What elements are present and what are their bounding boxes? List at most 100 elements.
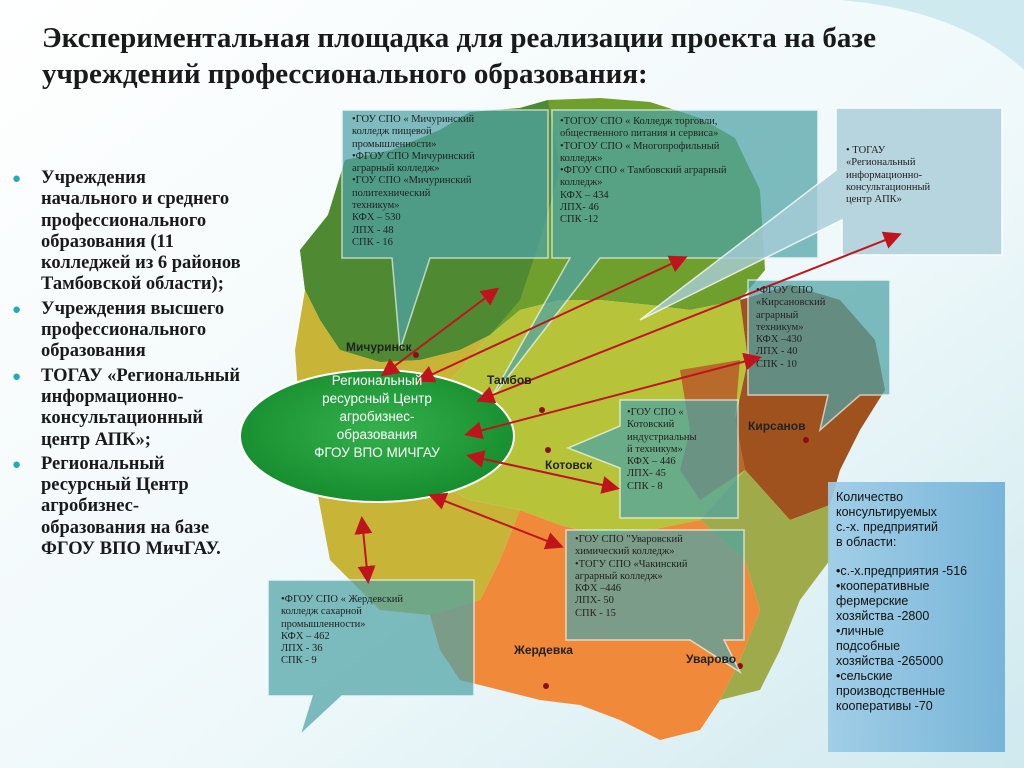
callout-line: ЛПХ - 40 xyxy=(756,346,798,358)
callout-line: КФХ – 530 xyxy=(352,212,401,224)
stats-heading-line: Количество xyxy=(836,490,904,504)
callout-line: •ГОУ СПО « Мичуринский xyxy=(352,114,475,125)
callout-text-kirsanov: •ФГОУ СПО «Кирсановский аграрный технику… xyxy=(756,285,825,371)
callout-line: ЛПХ- 45 xyxy=(627,468,666,480)
center-line: Региональный xyxy=(331,373,423,388)
callout-line: колледж» xyxy=(560,177,603,189)
stats-line: •личные xyxy=(836,624,885,638)
stats-line: хозяйства -265000 xyxy=(836,654,944,668)
bullet-item: ● Учреждения начального и среднего профес… xyxy=(12,168,242,296)
callout-text-uvarovo: •ГОУ СПО "Уваровский химический колледж»… xyxy=(575,534,688,620)
callout-line: ЛПХ - 36 xyxy=(281,643,323,655)
callout-line: СПК - 8 xyxy=(627,480,663,492)
callout-line: • ТОГАУ xyxy=(846,145,886,156)
callout-line: консультационный xyxy=(846,181,931,193)
callout-line: «Региональный xyxy=(846,157,916,169)
corner-swoosh xyxy=(840,0,1024,70)
callout-line: ЛПХ- 50 xyxy=(575,595,614,607)
bullet-text: ТОГАУ «Региональный информационно-консул… xyxy=(41,365,241,450)
callout-line: химический колледж» xyxy=(575,546,675,558)
stats-line: фермерские xyxy=(836,594,909,608)
callout-line: индустриальны xyxy=(627,431,697,443)
stats-line: хозяйства -2800 xyxy=(836,609,930,623)
callout-uvarovo xyxy=(565,529,745,675)
region-label-tambov: Тамбов xyxy=(487,373,532,387)
center-line: образования xyxy=(336,427,418,442)
callout-line: КФХ – 434 xyxy=(560,189,609,201)
region-label-michurinsk: Мичуринск xyxy=(346,340,412,354)
callout-line: ЛПХ- 46 xyxy=(560,202,599,214)
stats-line: •кооперативные xyxy=(836,579,930,593)
bullet-item: ● Учреждения высшего профессионального об… xyxy=(12,299,242,363)
resource-center-text: Региональный ресурсный Центр агробизнес-… xyxy=(246,372,508,462)
callout-line: й техникум» xyxy=(627,443,683,455)
callout-text-tambov: •ТОГОУ СПО « Колледж торговли, обществен… xyxy=(560,116,727,227)
bullet-text: Учреждения высшего профессионального обр… xyxy=(41,298,225,362)
callout-line: колледж сахарной xyxy=(281,606,362,618)
callout-line: промышленности» xyxy=(352,138,437,150)
callout-line: •ТОГОУ СПО « Многопрофильный xyxy=(560,140,720,152)
stats-line: •сельские xyxy=(836,669,893,683)
callout-line: КФХ –430 xyxy=(756,334,803,346)
callout-line: КФХ – 462 xyxy=(281,630,330,642)
bullet-text: Учреждения начального и среднего професс… xyxy=(41,168,241,295)
stats-line: кооперативы -70 xyxy=(836,699,933,713)
region-label-zherdevka: Жердевка xyxy=(514,643,573,657)
callout-line: •ФГОУ СПО « Жердевский xyxy=(281,594,404,605)
stats-line: подсобные xyxy=(836,639,901,653)
callout-line: техникум» xyxy=(756,321,804,333)
center-line: агробизнес- xyxy=(339,409,415,424)
callout-line: промышленности» xyxy=(281,618,366,630)
callout-zherdevka xyxy=(267,579,475,738)
callout-line: СПК - 16 xyxy=(352,236,393,248)
stats-panel: Количество консультируемых с.-х. предпри… xyxy=(836,490,1016,714)
callout-line: Котовский xyxy=(627,419,675,431)
callout-line: аграрный колледж» xyxy=(352,163,440,175)
callout-line: общественного питания и сервиса» xyxy=(560,128,719,140)
stats-heading-line: с.-х. предприятий xyxy=(836,520,938,534)
stats-heading-line: в области: xyxy=(836,535,897,549)
bullet-list: ● Учреждения начального и среднего профес… xyxy=(12,168,242,563)
stats-box-bg xyxy=(828,482,1005,752)
callout-line: КФХ – 446 xyxy=(627,456,676,468)
bullet-icon: ● xyxy=(12,301,22,318)
region-label-kirsanov: Кирсанов xyxy=(748,419,806,433)
callout-line: КФХ –446 xyxy=(575,583,622,595)
region-southeast xyxy=(700,470,830,700)
callout-line: аграрный колледж» xyxy=(575,570,663,582)
bullet-item: ● Региональный ресурсный Центр агробизнес… xyxy=(12,454,242,560)
stats-heading-line: консультируемых xyxy=(836,505,937,519)
callout-line: СПК -12 xyxy=(560,214,599,226)
bullet-icon: ● xyxy=(12,171,22,187)
stats-line: •с.-х.предприятия -516 xyxy=(836,564,968,578)
bullet-icon: ● xyxy=(12,368,22,385)
connection-arrows xyxy=(354,231,902,584)
callout-line: •ГОУ СПО «Мичуринский xyxy=(352,175,472,187)
stats-line: производственные xyxy=(836,684,946,698)
callout-line: •ФГОУ СПО xyxy=(756,285,814,296)
page-title: Экспериментальная площадка для реализаци… xyxy=(42,22,876,90)
callout-line: аграрный xyxy=(756,309,799,321)
callout-text-michurinsk: •ГОУ СПО « Мичуринский колледж пищевой п… xyxy=(352,114,475,249)
callout-line: •ТОГУ СПО «Чакинский xyxy=(575,558,688,570)
callout-line: СПК - 15 xyxy=(575,607,616,619)
callout-line: ЛПХ - 48 xyxy=(352,224,394,236)
callout-line: •ФГОУ СПО Мичуринский xyxy=(352,150,475,162)
bullet-text: Региональный ресурсный Центр агробизнес-… xyxy=(41,453,221,560)
callout-line: СПК - 10 xyxy=(756,358,797,370)
callout-line: информационно- xyxy=(846,169,923,181)
stats-heading: Количество консультируемых с.-х. предпри… xyxy=(836,490,1016,550)
callout-line: •ФГОУ СПО « Тамбовский аграрный xyxy=(560,165,727,177)
callout-line: «Кирсановский xyxy=(756,297,826,309)
bullet-icon: ● xyxy=(12,456,22,473)
callout-text-togau: • ТОГАУ «Региональный информационно- кон… xyxy=(846,145,930,206)
bullet-item: ● ТОГАУ «Региональный информационно-консу… xyxy=(12,366,242,451)
callout-line: СПК - 9 xyxy=(281,655,317,667)
center-line: ФГОУ ВПО МИЧГАУ xyxy=(314,445,440,460)
region-label-uvarovo: Уварово xyxy=(686,652,737,666)
callout-line: •ГОУ СПО « xyxy=(627,407,684,418)
callout-line: колледж» xyxy=(560,152,603,164)
callout-line: центр АПК» xyxy=(846,194,902,206)
callout-line: колледж пищевой xyxy=(352,126,432,138)
